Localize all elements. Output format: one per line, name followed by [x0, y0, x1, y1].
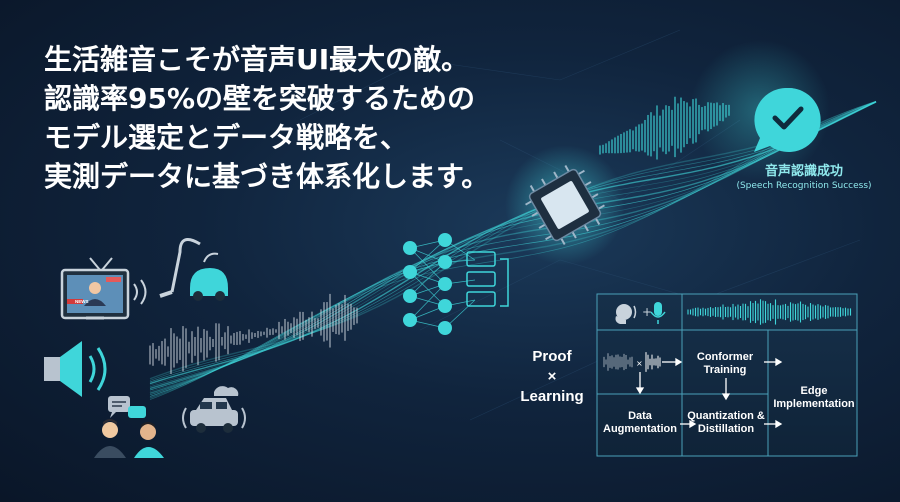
car-icon: [182, 386, 246, 433]
headline-line-2: 認識率95%の壁を突破するための: [44, 82, 476, 115]
headline-line-3: モデル選定とデータ戦略を、: [44, 121, 409, 154]
checkmark-bubble-icon: [754, 87, 821, 152]
microphone-icon: [650, 302, 666, 324]
svg-text:+: +: [642, 305, 652, 319]
speaker-icon: [44, 341, 107, 397]
panel-clean-waveform: [687, 299, 852, 325]
headline: 生活雑音こそが音声UI最大の敵。 認識率95%の壁を突破するための モデル選定と…: [44, 40, 489, 196]
television-icon: NEWS: [60, 257, 130, 320]
headline-line-1: 生活雑音こそが音声UI最大の敵。: [44, 43, 470, 76]
proof-learning-label: Proof × Learning: [514, 347, 590, 407]
conformer-training-label: Conformer Training: [696, 351, 754, 376]
conversation-icon: [94, 396, 164, 458]
edge-implementation-label: Edge Implementation: [773, 385, 855, 410]
sound-arcs-tv: [133, 279, 147, 305]
success-label: 音声認識成功: [764, 164, 843, 179]
vacuum-cleaner-icon: [159, 238, 228, 301]
noisy-waveform: [149, 293, 358, 374]
person-speaking-icon: [615, 304, 637, 324]
flow-arrows: [635, 357, 783, 429]
panel-mixed-waveform: [603, 352, 661, 372]
pipeline-panel: + ×: [596, 293, 858, 457]
learning-text: Learning: [520, 388, 584, 405]
tv-news-badge: NEWS: [75, 299, 89, 304]
headline-line-4: 実測データに基づき体系化します。: [44, 160, 490, 193]
quantization-distillation-label: Quantization & Distillation: [687, 410, 765, 435]
success-sublabel: (Speech Recognition Success): [736, 181, 872, 191]
chip-icon: [525, 165, 605, 245]
times-symbol: ×: [547, 368, 557, 385]
svg-text:×: ×: [636, 359, 643, 368]
neural-network-icon: [403, 233, 509, 335]
data-augmentation-label: Data Augmentation: [603, 410, 677, 435]
proof-text: Proof: [532, 348, 572, 365]
